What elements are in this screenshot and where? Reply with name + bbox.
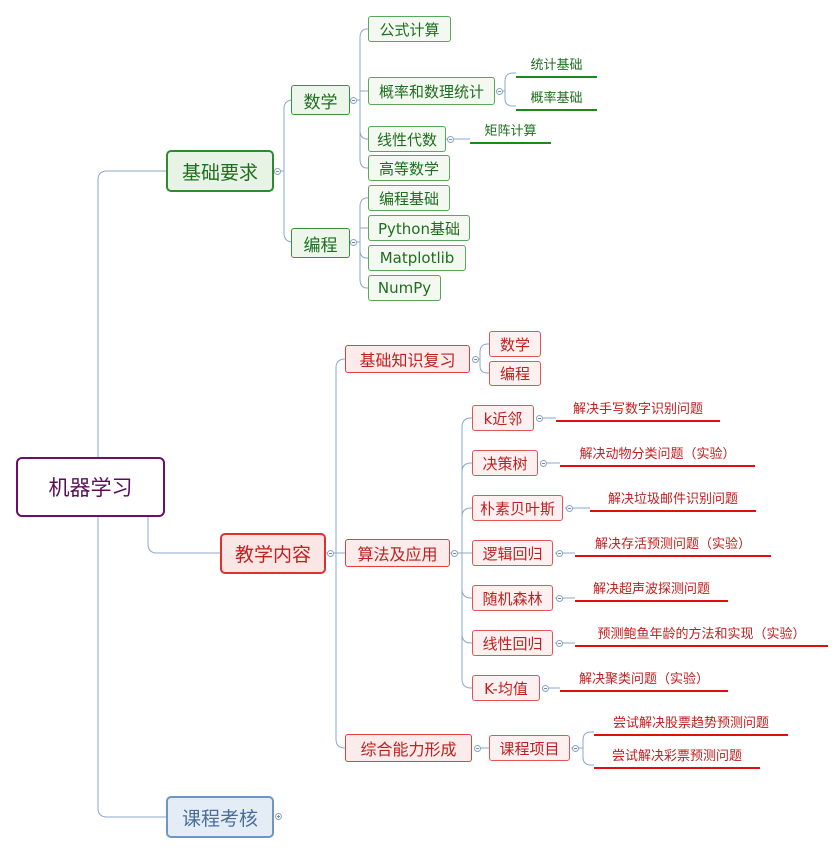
algo-item[interactable]: 随机森林 — [472, 585, 553, 611]
math-item[interactable]: 概率和数理统计 — [368, 77, 495, 105]
review-node[interactable]: 基础知识复习 — [345, 345, 470, 373]
linalg-collapse-icon[interactable] — [447, 136, 454, 143]
content-collapse-icon[interactable] — [327, 550, 334, 557]
algo-collapse-icon[interactable] — [556, 640, 563, 647]
note-label: 解决垃圾邮件识别问题 — [590, 488, 756, 512]
note-label: 解决动物分类问题（实验） — [560, 443, 755, 467]
note-label: 解决聚类问题（实验） — [560, 668, 728, 692]
prob-collapse-icon[interactable] — [496, 88, 503, 95]
prog-item[interactable]: 编程基础 — [368, 185, 450, 211]
algo-item[interactable]: 逻辑回归 — [472, 540, 553, 566]
math-item[interactable]: 高等数学 — [368, 155, 450, 181]
algo-item[interactable]: 朴素贝叶斯 — [472, 495, 563, 521]
note-label: 预测鲍鱼年龄的方法和实现（实验） — [575, 623, 828, 647]
algo-item[interactable]: K-均值 — [472, 675, 540, 701]
prog-item[interactable]: NumPy — [368, 275, 441, 301]
note-label: 尝试解决股票趋势预测问题 — [594, 712, 788, 736]
root-node[interactable]: 机器学习 — [16, 457, 165, 517]
note-label: 解决存活预测问题（实验） — [575, 533, 771, 557]
algo-item[interactable]: 决策树 — [472, 450, 538, 476]
note-label: 解决超声波探测问题 — [575, 578, 728, 602]
algo-item[interactable]: 线性回归 — [472, 630, 553, 656]
ability-node[interactable]: 综合能力形成 — [345, 734, 472, 762]
project-collapse-icon[interactable] — [572, 745, 579, 752]
note-label: 解决手写数字识别问题 — [556, 398, 720, 422]
assessment-expand-icon[interactable] — [275, 813, 282, 820]
math-collapse-icon[interactable] — [350, 97, 357, 104]
algo-collapse-icon[interactable] — [556, 595, 563, 602]
basics-node[interactable]: 基础要求 — [166, 150, 274, 192]
ability-collapse-icon[interactable] — [474, 745, 481, 752]
review-item[interactable]: 编程 — [489, 361, 541, 386]
note-label: 统计基础 — [516, 54, 597, 78]
basics-collapse-icon[interactable] — [274, 168, 281, 175]
note-label: 矩阵计算 — [470, 120, 551, 144]
algos-collapse-icon[interactable] — [451, 550, 458, 557]
project-node[interactable]: 课程项目 — [489, 735, 570, 761]
algos-node[interactable]: 算法及应用 — [345, 539, 450, 567]
prog-node[interactable]: 编程 — [291, 228, 350, 258]
math-item[interactable]: 公式计算 — [368, 16, 451, 42]
content-node[interactable]: 教学内容 — [220, 533, 326, 574]
prog-item[interactable]: Python基础 — [368, 215, 470, 241]
note-label: 概率基础 — [516, 87, 597, 111]
assessment-node[interactable]: 课程考核 — [166, 796, 274, 838]
algo-collapse-icon[interactable] — [566, 505, 573, 512]
review-collapse-icon[interactable] — [472, 356, 479, 363]
algo-collapse-icon[interactable] — [536, 415, 543, 422]
algo-item[interactable]: k近邻 — [472, 405, 534, 431]
algo-collapse-icon[interactable] — [556, 550, 563, 557]
math-node[interactable]: 数学 — [291, 85, 350, 115]
algo-collapse-icon[interactable] — [540, 460, 547, 467]
math-item[interactable]: 线性代数 — [368, 126, 446, 152]
review-item[interactable]: 数学 — [489, 331, 541, 357]
prog-collapse-icon[interactable] — [350, 239, 357, 246]
prog-item[interactable]: Matplotlib — [368, 245, 466, 271]
algo-collapse-icon[interactable] — [542, 685, 549, 692]
note-label: 尝试解决彩票预测问题 — [594, 745, 760, 769]
